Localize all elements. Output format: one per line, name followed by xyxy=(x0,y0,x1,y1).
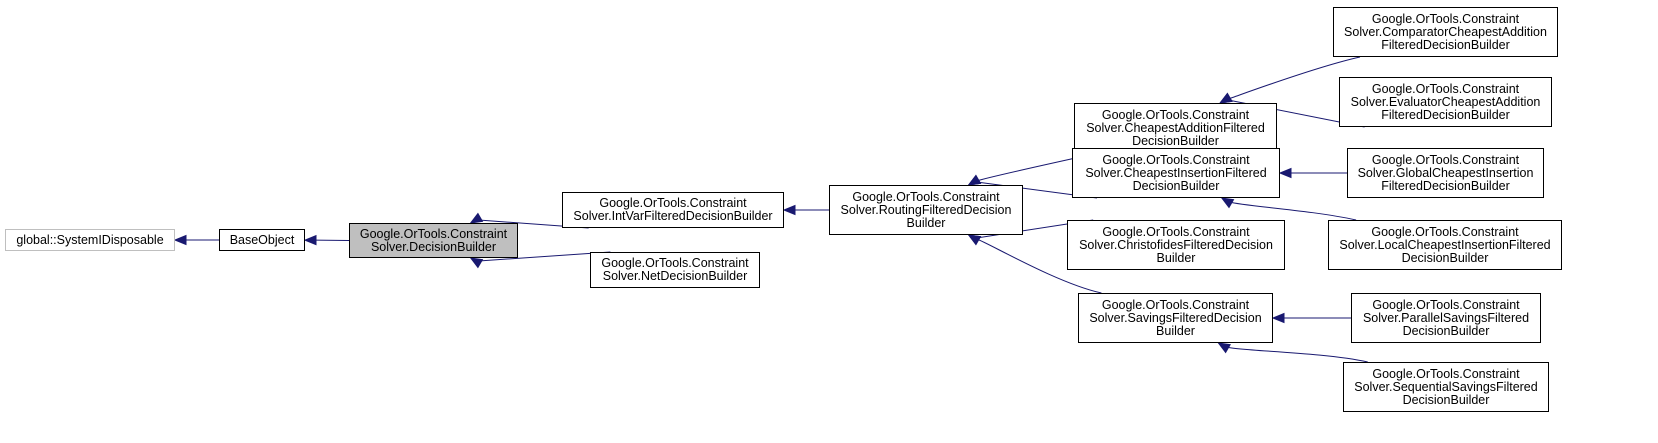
class-node-label-line: Google.OrTools.Constraint xyxy=(599,196,747,210)
arrowhead-cheapestinsertion xyxy=(1278,167,1292,179)
class-node-label-line: FilteredDecisionBuilder xyxy=(1381,178,1510,193)
class-node-label-line: Solver.RoutingFilteredDecision xyxy=(840,202,1012,217)
class-node-label-line: Solver.SequentialSavingsFiltered xyxy=(1354,379,1538,394)
arrowhead-decisionbuilder xyxy=(469,257,484,269)
class-node-label-line: Solver.NetDecisionBuilder xyxy=(602,269,748,283)
class-node-label-line: Solver.ChristofidesFilteredDecision xyxy=(1079,237,1273,252)
class-node-label-line: Google.OrTools.Constraint xyxy=(601,256,749,270)
arrowhead-intvarfiltered xyxy=(782,204,796,216)
class-node-label-line: DecisionBuilder xyxy=(1132,178,1220,193)
class-node-label-line: Google.OrTools.Constraint xyxy=(1101,107,1250,122)
arrowhead-global-systemidisposable xyxy=(173,234,187,246)
class-node-label-line: Google.OrTools.Constraint xyxy=(1102,152,1250,167)
class-node-label-line: DecisionBuilder xyxy=(1401,250,1489,265)
class-node-label-line: Solver.DecisionBuilder xyxy=(370,239,497,254)
edge-sequentialsavings-to-savingsfiltered xyxy=(1226,346,1368,363)
class-node-label-line: Solver.LocalCheapestInsertionFiltered xyxy=(1339,237,1551,252)
class-node-label-line: Google.OrTools.Constraint xyxy=(1102,224,1250,239)
class-node-label-line: Google.OrTools.Constraint xyxy=(1372,366,1520,381)
class-node-global-systemidisposable: global::SystemIDisposable xyxy=(5,229,175,251)
arrowhead-savingsfiltered xyxy=(1271,312,1285,324)
class-node-label-line: global::SystemIDisposable xyxy=(16,232,164,247)
arrowhead-cheapestinsertion xyxy=(1220,197,1235,209)
class-node-label-line: Solver.CheapestAdditionFiltered xyxy=(1086,120,1265,135)
class-node-label-line: Google.OrTools.Constraint xyxy=(1372,297,1520,312)
class-node-label-line: Google.OrTools.Constraint xyxy=(1371,152,1520,167)
edge-savingsfiltered-to-routingfiltered xyxy=(976,238,1102,294)
arrowhead-decisionbuilder xyxy=(469,212,484,224)
class-node-label-line: Solver.CheapestInsertionFiltered xyxy=(1085,165,1267,180)
class-node-label-line: DecisionBuilder xyxy=(1132,133,1219,148)
class-node-label-line: Google.OrTools.Constraint xyxy=(1371,224,1519,239)
class-node-label-line: Solver.ParallelSavingsFiltered xyxy=(1362,310,1530,325)
class-node-label-line: Google.OrTools.Constraint xyxy=(1101,297,1250,312)
class-node-label-line: Google.OrTools.Constraint xyxy=(1371,81,1520,96)
class-node-baseobject[interactable]: BaseObject xyxy=(219,229,305,251)
class-node-label-line: Builder xyxy=(906,215,946,230)
class-node-label-line: Google.OrTools.Constraint xyxy=(852,189,1000,204)
class-node-label-line: DecisionBuilder xyxy=(1402,392,1490,407)
edge-netdecision-to-decisionbuilder xyxy=(478,251,611,262)
class-node-label-line: Solver.SavingsFilteredDecision xyxy=(1089,310,1262,325)
class-node-label-line: Builder xyxy=(1156,323,1195,338)
arrowhead-baseobject xyxy=(303,234,317,246)
class-node-label-line: FilteredDecisionBuilder xyxy=(1381,107,1510,122)
class-node-label-line: DecisionBuilder xyxy=(1402,323,1490,338)
class-node-label-line: Google.OrTools.Constraint xyxy=(359,226,508,241)
arrowhead-routingfiltered xyxy=(967,174,982,186)
class-node-label-line: FilteredDecisionBuilder xyxy=(1381,37,1510,52)
arrowhead-cheapestaddition xyxy=(1219,92,1233,104)
class-node-label-line: Solver.EvaluatorCheapestAddition xyxy=(1350,94,1541,109)
class-node-label-line: Builder xyxy=(1156,250,1196,265)
class-node-label-line: Solver.IntVarFilteredDecisionBuilder xyxy=(573,209,773,223)
arrowhead-savingsfiltered xyxy=(1217,342,1231,354)
class-node-label-line: Solver.GlobalCheapestInsertion xyxy=(1357,165,1534,180)
class-node-label-line: Solver.ComparatorCheapestAddition xyxy=(1344,24,1547,39)
arrowhead-routingfiltered xyxy=(967,234,982,246)
edge-comparatorcheapest-to-cheapestaddition xyxy=(1228,56,1361,100)
class-node-label-line: BaseObject xyxy=(229,232,295,247)
class-node-label-line: Google.OrTools.Constraint xyxy=(1371,11,1520,26)
edge-localcheapest-to-cheapestinsertion xyxy=(1229,201,1357,221)
